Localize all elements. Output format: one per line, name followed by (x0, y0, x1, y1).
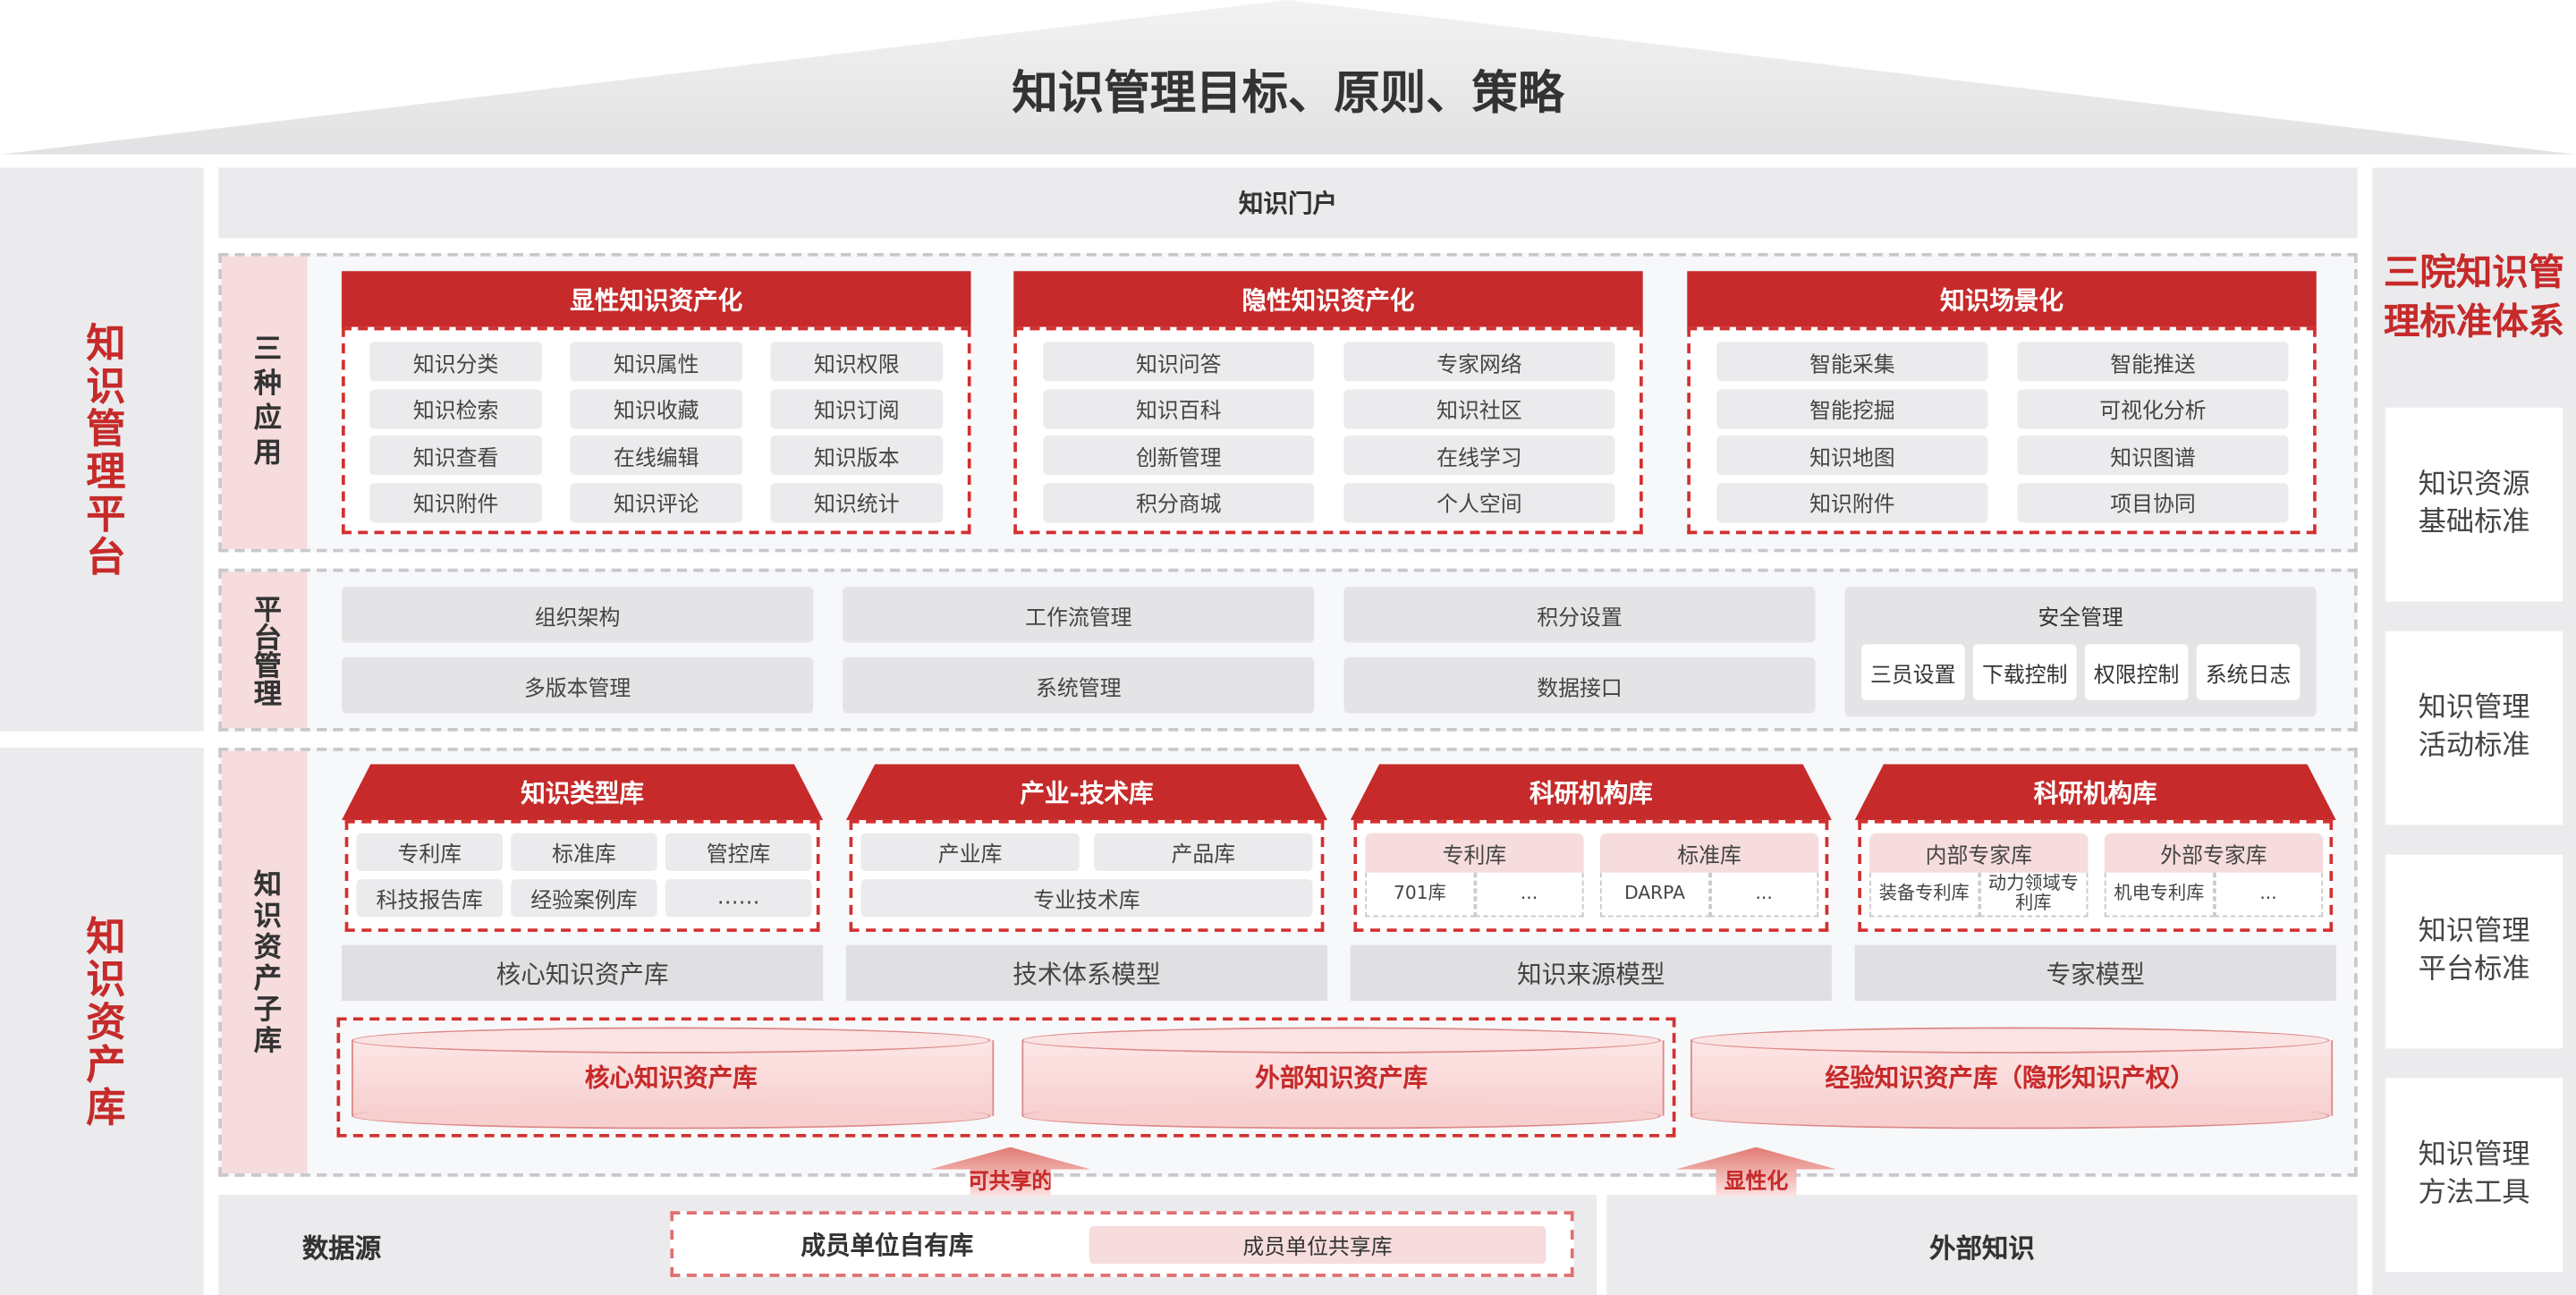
library-item[interactable]: 经验案例库 (511, 879, 657, 918)
cylinder-label: 核心知识资产库 (584, 1062, 758, 1094)
app-item[interactable]: 知识版本 (770, 435, 944, 476)
app-item[interactable]: 知识收藏 (570, 388, 743, 428)
standards-title: 三院知识管理标准体系 (2384, 252, 2565, 344)
cylinder-group (336, 1017, 1676, 1138)
library-subhead[interactable]: 标准库 (1599, 833, 1819, 873)
app-item[interactable]: 在线学习 (1343, 435, 1615, 476)
apps-label: 三种应用 (221, 256, 308, 549)
external-knowledge: 外部知识 (1606, 1194, 2358, 1295)
library-subitem[interactable]: ... (1709, 872, 1819, 918)
app-item[interactable]: 创新管理 (1043, 435, 1315, 476)
app-item[interactable]: 专家网络 (1343, 342, 1615, 382)
knowledge-portal[interactable]: 知识门户 (218, 167, 2358, 239)
cylinder-experience: 经验知识资产库（隐形知识产权） (1690, 1027, 2334, 1130)
app-item[interactable]: 知识附件 (369, 482, 543, 522)
platform-label: 知识管理平台 (79, 321, 125, 578)
app-item[interactable]: 知识统计 (770, 482, 944, 522)
left-assets-panel: 知识资产库 (0, 748, 204, 1295)
library-subhead[interactable]: 外部专家库 (2104, 833, 2324, 873)
platform-mgmt-label: 平台管理 (221, 571, 308, 729)
app-item[interactable]: 知识权限 (770, 342, 944, 382)
app-item[interactable]: 知识分类 (369, 342, 543, 382)
standard-item: 知识管理方法工具 (2385, 1078, 2563, 1273)
security-item[interactable]: 权限控制 (2084, 644, 2189, 700)
cylinder-external: 外部知识资产库 (1021, 1027, 1665, 1130)
platform-item[interactable]: 组织架构 (342, 587, 814, 643)
library-subitem[interactable]: 装备专利库 (1869, 872, 1979, 918)
left-platform-panel: 知识管理平台 (0, 167, 204, 732)
app-group-header: 显性知识资产化 (342, 271, 971, 327)
library-header: 科研机构库 (1854, 764, 2336, 820)
standard-item: 知识管理平台标准 (2385, 854, 2563, 1049)
app-item[interactable]: 智能推送 (2017, 342, 2289, 382)
assets-label: 知识资产库 (79, 914, 125, 1129)
library-item[interactable]: 产业库 (860, 833, 1080, 871)
app-item[interactable]: 知识检索 (369, 388, 543, 428)
cylinder-core: 核心知识资产库 (352, 1027, 995, 1130)
app-group-header: 隐性知识资产化 (1013, 271, 1643, 327)
library-item[interactable]: …… (665, 879, 812, 918)
security-item[interactable]: 三员设置 (1860, 644, 1965, 700)
app-item[interactable]: 知识社区 (1343, 388, 1615, 428)
library-item[interactable]: 科技报告库 (356, 879, 504, 918)
library-subitem[interactable]: 动力领域专利库 (1979, 872, 2089, 918)
library-subitem[interactable]: DARPA (1599, 872, 1710, 918)
platform-item[interactable]: 多版本管理 (342, 657, 814, 714)
shared-library[interactable]: 成员单位共享库 (1089, 1225, 1546, 1265)
app-group-header: 知识场景化 (1687, 271, 2317, 327)
standards-panel: 三院知识管理标准体系 知识资源基础标准 知识管理活动标准 知识管理平台标准 知识… (2372, 167, 2576, 1295)
library-header: 产业-技术库 (845, 764, 1328, 820)
security-title: 安全管理 (2038, 605, 2123, 631)
app-item[interactable]: 在线编辑 (570, 435, 743, 476)
library-subhead[interactable]: 内部专家库 (1869, 833, 2089, 873)
app-item[interactable]: 可视化分析 (2017, 388, 2289, 428)
app-item[interactable]: 知识地图 (1716, 435, 1988, 476)
app-item[interactable]: 知识图谱 (2017, 435, 2289, 476)
library-header: 科研机构库 (1350, 764, 1832, 820)
library-item[interactable]: 专利库 (356, 833, 504, 871)
app-item[interactable]: 智能挖掘 (1716, 388, 1988, 428)
standard-item: 知识资源基础标准 (2385, 407, 2563, 602)
page-title: 知识管理目标、原则、策略 (1012, 65, 1564, 121)
data-source-label: 数据源 (301, 1232, 382, 1264)
library-subitem[interactable]: ... (2213, 872, 2324, 918)
own-library-label: 成员单位自有库 (801, 1230, 974, 1260)
library-item[interactable]: 专业技术库 (860, 879, 1313, 918)
app-item[interactable]: 积分商城 (1043, 482, 1315, 522)
app-item[interactable]: 智能采集 (1716, 342, 1988, 382)
platform-item[interactable]: 积分设置 (1343, 587, 1816, 643)
library-subitem[interactable]: 机电专利库 (2104, 872, 2214, 918)
library-item[interactable]: 产品库 (1094, 833, 1313, 871)
app-item[interactable]: 知识订阅 (770, 388, 944, 428)
subdb-label: 知识资产子库 (221, 750, 308, 1174)
model-bar: 核心知识资产库 (342, 944, 824, 1002)
model-bar: 技术体系模型 (845, 944, 1328, 1002)
platform-item[interactable]: 系统管理 (843, 657, 1315, 714)
library-subhead[interactable]: 专利库 (1365, 833, 1584, 873)
platform-item[interactable]: 数据接口 (1343, 657, 1816, 714)
security-management: 安全管理 三员设置 下载控制 权限控制 系统日志 (1844, 587, 2317, 717)
platform-item[interactable]: 工作流管理 (843, 587, 1315, 643)
library-subitem[interactable]: ... (1474, 872, 1584, 918)
library-subitem[interactable]: 701库 (1365, 872, 1475, 918)
cylinder-label: 经验知识资产库（隐形知识产权） (1825, 1062, 2195, 1094)
app-item[interactable]: 知识属性 (570, 342, 743, 382)
model-bar: 专家模型 (1854, 944, 2336, 1002)
security-item[interactable]: 系统日志 (2196, 644, 2301, 700)
app-item[interactable]: 个人空间 (1343, 482, 1615, 522)
library-header: 知识类型库 (342, 764, 824, 820)
standard-item: 知识管理活动标准 (2385, 631, 2563, 825)
app-item[interactable]: 项目协同 (2017, 482, 2289, 522)
app-item[interactable]: 知识评论 (570, 482, 743, 522)
model-bar: 知识来源模型 (1350, 944, 1832, 1002)
library-item[interactable]: 标准库 (511, 833, 657, 871)
security-item[interactable]: 下载控制 (1972, 644, 2077, 700)
app-item[interactable]: 知识查看 (369, 435, 543, 476)
library-item[interactable]: 管控库 (665, 833, 812, 871)
app-item[interactable]: 知识问答 (1043, 342, 1315, 382)
app-item[interactable]: 知识百科 (1043, 388, 1315, 428)
cylinder-label: 外部知识资产库 (1255, 1062, 1428, 1094)
app-item[interactable]: 知识附件 (1716, 482, 1988, 522)
